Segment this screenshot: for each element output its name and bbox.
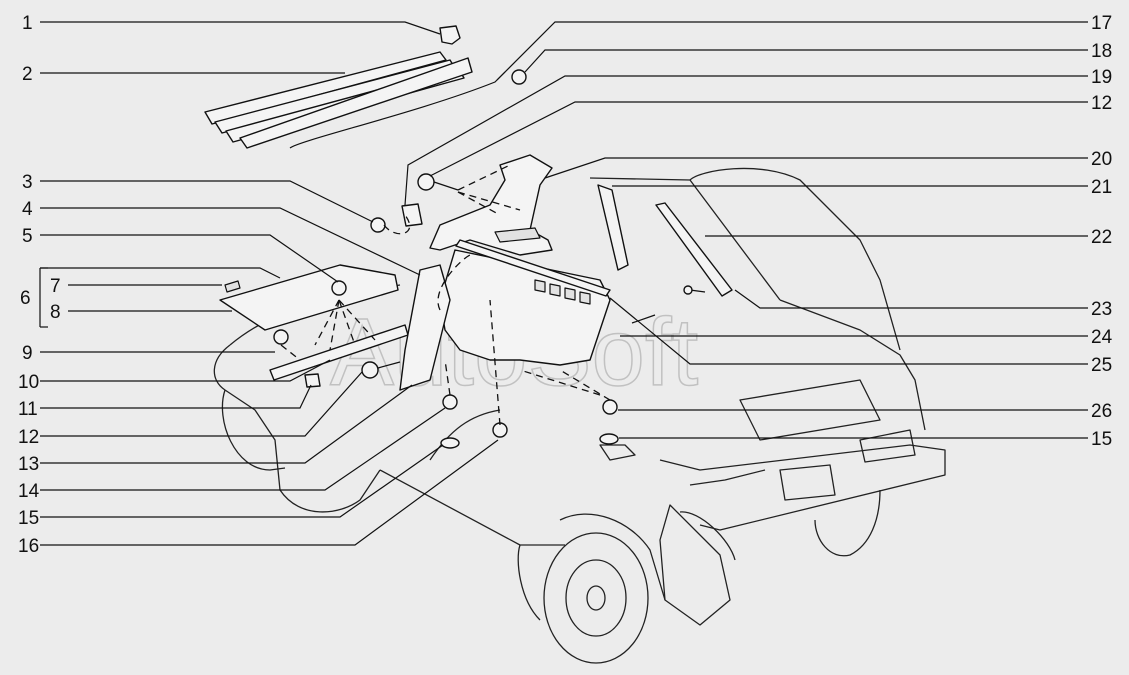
callout-8: 8 — [50, 302, 61, 323]
callouts-right: 17 18 19 12 20 21 22 23 24 25 26 15 — [1091, 13, 1113, 450]
part-11-clip — [304, 373, 321, 388]
callout-10: 10 — [18, 372, 39, 393]
part-24-slot-d — [579, 291, 591, 305]
part-5-screw — [331, 280, 347, 296]
parts — [204, 25, 733, 449]
part-8-shelf — [219, 264, 399, 331]
part-12-screw — [361, 361, 379, 379]
callout-7: 7 — [50, 276, 61, 297]
part-2-strip-d — [239, 57, 473, 149]
callout-15-right: 15 — [1091, 429, 1112, 450]
callout-9: 9 — [22, 343, 33, 364]
part-24-slot-b — [549, 283, 561, 297]
part-3-screw — [370, 217, 386, 233]
callout-24: 24 — [1091, 327, 1113, 348]
part-13-lower-trim — [399, 264, 451, 391]
assembly-lines — [280, 164, 611, 426]
callout-26: 26 — [1091, 401, 1112, 422]
part-19-screw-shaft — [433, 181, 459, 191]
callout-16: 16 — [18, 536, 39, 557]
part-22-strip — [655, 202, 733, 297]
part-2-strip-b — [214, 59, 457, 134]
callouts-left: 1 2 3 4 5 6 7 8 9 10 11 12 13 14 15 16 — [18, 13, 61, 557]
callout-4: 4 — [22, 199, 33, 220]
callout-2: 2 — [22, 64, 33, 85]
part-26-screw — [602, 399, 618, 415]
callout-12: 12 — [18, 427, 39, 448]
callout-25: 25 — [1091, 355, 1112, 376]
part-9-screw — [273, 329, 289, 345]
part-18-clip — [511, 69, 527, 85]
part-12-pillar-trim — [429, 154, 553, 256]
part-15-washer-right — [599, 433, 619, 445]
part-1-clip — [439, 25, 461, 45]
part-16-screw — [492, 422, 508, 438]
part-24-slot-c — [564, 287, 576, 301]
part-14-screw — [442, 394, 458, 410]
part-2-strip-a — [204, 51, 447, 125]
part-19-screw-head — [417, 173, 435, 191]
part-21-strip — [597, 184, 629, 271]
callout-22: 22 — [1091, 227, 1112, 248]
callout-1: 1 — [22, 13, 33, 34]
part-17-rod — [289, 71, 506, 149]
callout-14: 14 — [18, 481, 40, 502]
part-23-screw-head — [683, 285, 693, 295]
part-24-top-rail — [455, 239, 611, 297]
callout-11: 11 — [18, 399, 38, 420]
callout-12-right: 12 — [1091, 93, 1112, 114]
part-12-screw-shaft — [377, 361, 401, 369]
part-25-bolt — [631, 314, 656, 324]
callout-23: 23 — [1091, 299, 1112, 320]
callout-3: 3 — [22, 172, 33, 193]
part-24-slot-a — [534, 279, 546, 293]
callout-15: 15 — [18, 508, 39, 529]
callout-6: 6 — [20, 288, 31, 309]
leader-lines — [39, 21, 1088, 546]
callout-5: 5 — [22, 226, 33, 247]
car-outline — [213, 167, 946, 664]
callout-19: 19 — [1091, 67, 1112, 88]
part-7-cap — [224, 280, 241, 293]
callout-18: 18 — [1091, 41, 1112, 62]
part-20-grille — [494, 227, 541, 243]
callout-20: 20 — [1091, 149, 1112, 170]
part-15-washer — [440, 437, 460, 449]
part-3-nut — [401, 203, 423, 227]
callout-17: 17 — [1091, 13, 1112, 34]
callout-13: 13 — [18, 454, 39, 475]
callout-21: 21 — [1091, 177, 1112, 198]
